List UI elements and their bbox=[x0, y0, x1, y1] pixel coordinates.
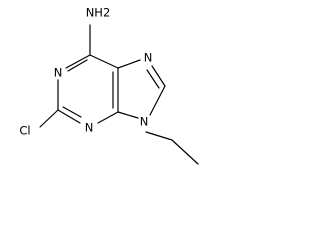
bond-n7-c8-double bbox=[146, 69, 160, 89]
bond-c5-n7 bbox=[117, 59, 141, 69]
bond-c2-n3 bbox=[57, 109, 81, 124]
bond-c6-n1 bbox=[65, 54, 91, 69]
n1-label: N bbox=[54, 66, 63, 80]
bond-c5-c6 bbox=[89, 54, 119, 69]
bond-n9-c4 bbox=[117, 111, 139, 119]
bond-c6-n1-double bbox=[67, 59, 88, 72]
n9-label: N bbox=[140, 115, 149, 129]
chloro-label: Cl bbox=[19, 124, 30, 138]
bond-lines bbox=[39, 24, 199, 165]
amino-label: NH2 bbox=[86, 6, 111, 20]
bond-n9-ch2 bbox=[145, 131, 173, 141]
atom-labels: NH2 N N N N Cl bbox=[19, 6, 152, 138]
bond-ch2-ch3 bbox=[171, 139, 199, 165]
bond-c2-cl bbox=[39, 109, 59, 128]
bond-c2-n3-double bbox=[62, 106, 82, 118]
n3-label: N bbox=[85, 121, 94, 135]
bond-c8-n9 bbox=[149, 85, 166, 116]
n7-label: N bbox=[144, 51, 153, 65]
chemical-structure-diagram: NH2 N N N N Cl bbox=[19, 6, 199, 165]
bond-n3-c4 bbox=[97, 111, 119, 124]
bond-n7-c8 bbox=[151, 65, 166, 87]
